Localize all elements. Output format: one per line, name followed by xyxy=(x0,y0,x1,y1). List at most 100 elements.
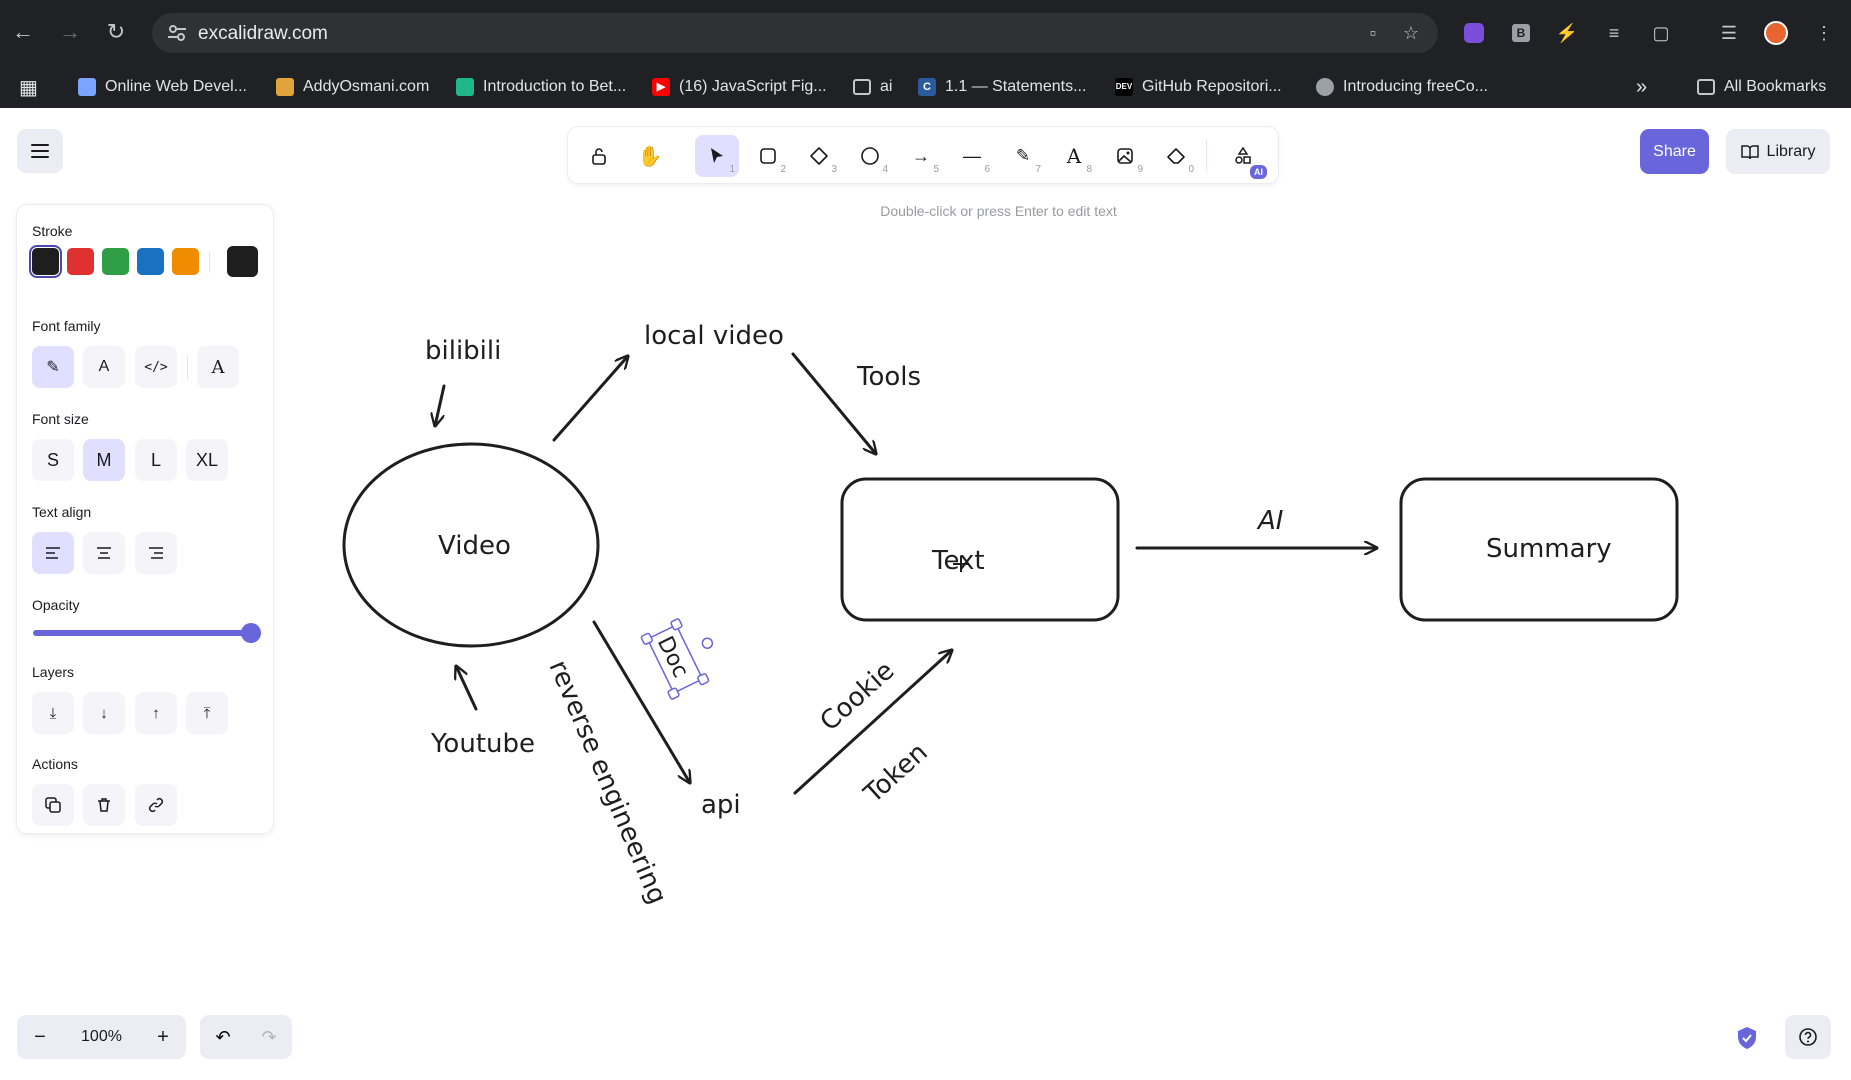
bring-forward-button[interactable]: ↑ xyxy=(135,692,177,734)
tool-lock[interactable] xyxy=(577,135,621,177)
reload-icon[interactable]: ↻ xyxy=(106,19,126,44)
font-more-button[interactable]: A xyxy=(197,346,239,388)
opacity-slider[interactable] xyxy=(33,630,259,636)
more-bookmarks-icon[interactable]: » xyxy=(1636,75,1648,98)
font-normal-button[interactable]: A xyxy=(83,346,125,388)
bring-to-front-button[interactable]: ⤒ xyxy=(186,692,228,734)
zoom-level[interactable]: 100% xyxy=(81,1028,122,1045)
arrow-api-text[interactable] xyxy=(793,650,952,795)
profile-avatar[interactable] xyxy=(1762,19,1790,47)
font-hand-drawn-button[interactable]: ✎ xyxy=(32,346,74,388)
tool-line[interactable]: — 6 xyxy=(963,145,990,176)
duplicate-button[interactable] xyxy=(32,784,74,826)
back-icon[interactable]: ← xyxy=(12,19,34,44)
shield-icon[interactable] xyxy=(1732,1023,1762,1053)
extensions-puzzle-icon[interactable]: ▢ xyxy=(1652,22,1670,43)
bookmark-item[interactable]: Introduction to Bet... xyxy=(456,76,626,98)
forward-icon[interactable]: → xyxy=(59,19,81,44)
site-settings-icon[interactable] xyxy=(166,22,188,44)
tool-diamond[interactable]: 3 xyxy=(797,135,841,177)
label-video[interactable]: Video xyxy=(438,531,511,561)
video-ellipse[interactable] xyxy=(342,442,600,648)
stroke-color-black[interactable] xyxy=(32,248,59,275)
arrow-video-localvideo[interactable] xyxy=(552,356,628,442)
font-size-s[interactable]: S xyxy=(32,439,74,481)
label-api[interactable]: api xyxy=(701,790,741,820)
redo-button[interactable]: ↷ xyxy=(246,1015,292,1059)
label-ai[interactable]: AI xyxy=(1256,506,1283,536)
summary-rectangle[interactable] xyxy=(1399,477,1679,622)
resize-handle[interactable] xyxy=(697,673,710,686)
all-bookmarks[interactable]: All Bookmarks xyxy=(1697,76,1826,98)
zoom-in-button[interactable]: + xyxy=(157,1025,169,1048)
send-to-back-button[interactable]: ⤓ xyxy=(32,692,74,734)
font-size-m[interactable]: M xyxy=(83,439,125,481)
text-rectangle[interactable] xyxy=(840,477,1120,622)
resize-handle[interactable] xyxy=(670,618,683,631)
extension-icon[interactable] xyxy=(1460,19,1488,47)
bookmark-item[interactable]: Online Web Devel... xyxy=(78,76,247,98)
drawing-layer[interactable]: bilibili local video Tools Video Text AI… xyxy=(0,108,1851,1080)
tool-more-tools[interactable]: AI xyxy=(1221,135,1269,181)
bookmark-item[interactable]: AddyOsmani.com xyxy=(276,76,429,98)
resize-handle[interactable] xyxy=(667,687,680,700)
label-cookie[interactable]: Cookie xyxy=(815,656,901,737)
label-local-video[interactable]: local video xyxy=(644,321,784,351)
library-button[interactable]: Library xyxy=(1726,129,1830,174)
share-button[interactable]: Share xyxy=(1640,129,1709,174)
browser-menu-icon[interactable]: ⋮ xyxy=(1815,22,1833,43)
delete-button[interactable] xyxy=(83,784,125,826)
stroke-color-green[interactable] xyxy=(102,248,129,275)
label-tools[interactable]: Tools xyxy=(856,362,921,392)
bookmark-item[interactable]: Introducing freeCo... xyxy=(1316,76,1488,98)
font-size-xl[interactable]: XL xyxy=(186,439,228,481)
undo-button[interactable]: ↶ xyxy=(200,1015,246,1059)
label-youtube[interactable]: Youtube xyxy=(430,729,535,759)
arrow-youtube-video[interactable] xyxy=(456,666,478,711)
label-token[interactable]: Token xyxy=(858,737,934,809)
font-size-l[interactable]: L xyxy=(135,439,177,481)
bookmark-item[interactable]: ▶(16) JavaScript Fig... xyxy=(652,76,827,98)
tool-ellipse[interactable]: 4 xyxy=(848,135,892,177)
label-bilibili[interactable]: bilibili xyxy=(425,336,501,366)
tool-image[interactable]: 9 xyxy=(1103,135,1147,177)
tool-arrow[interactable]: → 5 xyxy=(912,145,939,176)
excalidraw-canvas[interactable]: bilibili local video Tools Video Text AI… xyxy=(0,108,1851,1080)
lightning-icon[interactable]: ⚡ xyxy=(1555,22,1579,43)
media-icon[interactable]: ☰ xyxy=(1720,22,1738,43)
align-left-button[interactable] xyxy=(32,532,74,574)
address-bar[interactable]: excalidraw.com ▫ ☆ xyxy=(152,13,1438,53)
zoom-out-button[interactable]: − xyxy=(34,1025,46,1048)
label-summary[interactable]: Summary xyxy=(1486,534,1612,564)
label-text[interactable]: Text xyxy=(931,546,985,576)
align-center-button[interactable] xyxy=(83,532,125,574)
rotate-handle[interactable] xyxy=(701,637,714,650)
tool-hand[interactable]: ✋ xyxy=(628,135,672,177)
help-button[interactable] xyxy=(1785,1015,1831,1059)
tool-selection[interactable]: 1 xyxy=(695,135,739,177)
arrow-bilibili-video[interactable] xyxy=(435,384,446,426)
stroke-color-blue[interactable] xyxy=(137,248,164,275)
align-right-button[interactable] xyxy=(135,532,177,574)
label-doc[interactable]: Doc xyxy=(652,633,693,682)
extension-b-icon[interactable]: B xyxy=(1507,19,1535,47)
main-menu-button[interactable] xyxy=(17,129,63,173)
link-button[interactable] xyxy=(135,784,177,826)
stroke-color-orange[interactable] xyxy=(172,248,199,275)
opacity-slider-handle[interactable] xyxy=(241,623,261,643)
bookmark-star-icon[interactable]: ☆ xyxy=(1402,22,1420,43)
selected-doc-element[interactable]: Doc xyxy=(640,610,727,700)
install-app-icon[interactable]: ▫ xyxy=(1369,22,1377,43)
label-reverse-engineering[interactable]: reverse engineering xyxy=(543,656,673,908)
tool-eraser[interactable]: 0 xyxy=(1154,135,1198,177)
extension-tool-icon[interactable]: ≡ xyxy=(1608,22,1620,43)
tool-rectangle[interactable]: 2 xyxy=(746,135,790,177)
send-backward-button[interactable]: ↓ xyxy=(83,692,125,734)
resize-handle[interactable] xyxy=(640,632,653,645)
arrow-localvideo-text[interactable] xyxy=(791,352,876,454)
stroke-color-red[interactable] xyxy=(67,248,94,275)
current-stroke-color[interactable] xyxy=(227,246,258,277)
bookmark-folder[interactable]: ai xyxy=(853,76,892,98)
tool-draw[interactable]: ✎ 7 xyxy=(1015,146,1041,175)
